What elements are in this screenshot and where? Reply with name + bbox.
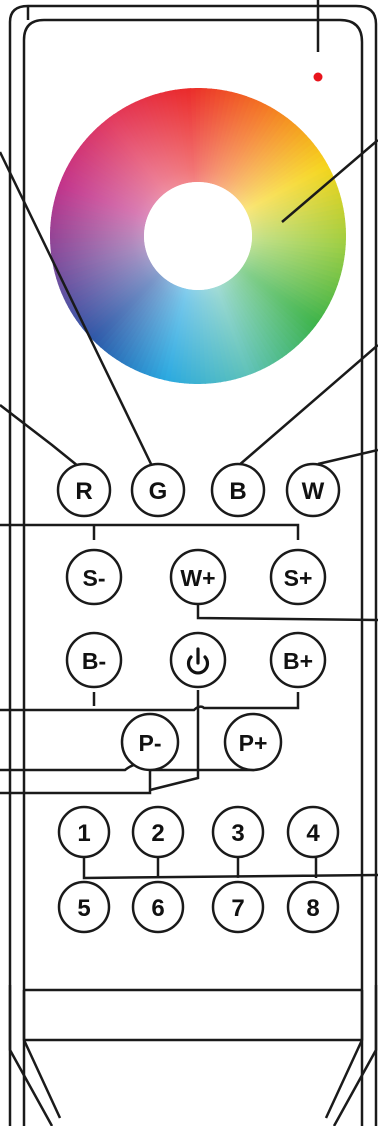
zone-7-button-label: 7: [231, 895, 244, 922]
w-button-label: W: [302, 478, 325, 505]
w-button[interactable]: W: [287, 464, 339, 516]
zone-2-button[interactable]: 2: [133, 807, 183, 857]
s-plus-button-label: S+: [284, 565, 313, 591]
b-minus-button[interactable]: B-: [67, 633, 121, 687]
b-minus-button-label: B-: [82, 648, 106, 674]
w-plus-button[interactable]: W+: [171, 550, 225, 604]
zone-6-button[interactable]: 6: [133, 882, 183, 932]
p-minus-button[interactable]: P-: [122, 714, 178, 770]
p-minus-button-label: P-: [139, 730, 162, 756]
r-callout-line: [0, 405, 78, 466]
r-button[interactable]: R: [58, 464, 110, 516]
b-button[interactable]: B: [212, 464, 264, 516]
zone-3-button-label: 3: [231, 820, 244, 847]
b-plus-button-label: B+: [283, 648, 313, 674]
s-minus-button-label: S-: [83, 565, 106, 591]
wplus-callout-line: [198, 603, 378, 620]
p-bus-line: [0, 763, 253, 793]
r-button-label: R: [75, 478, 92, 505]
g-button[interactable]: G: [132, 464, 184, 516]
p-plus-button[interactable]: P+: [225, 714, 281, 770]
power-button[interactable]: [171, 633, 225, 687]
zone-5-button-label: 5: [77, 895, 90, 922]
zone-3-button[interactable]: 3: [213, 807, 263, 857]
s-plus-button[interactable]: S+: [271, 550, 325, 604]
zone-8-button[interactable]: 8: [288, 882, 338, 932]
indicator-led: [314, 73, 323, 82]
zone-5-button[interactable]: 5: [59, 882, 109, 932]
zone-2-button-label: 2: [151, 820, 164, 847]
zone-7-button[interactable]: 7: [213, 882, 263, 932]
zone-1-button-label: 1: [77, 820, 90, 847]
w-callout-line: [318, 450, 378, 464]
zone-6-button-label: 6: [151, 895, 164, 922]
b-plus-button[interactable]: B+: [271, 633, 325, 687]
zone-4-button-label: 4: [306, 820, 320, 847]
color-wheel-center: [144, 182, 252, 290]
b-button-label: B: [229, 478, 246, 505]
b-bus-line: [0, 692, 298, 710]
p-plus-button-label: P+: [239, 730, 268, 756]
zone-1-button[interactable]: 1: [59, 807, 109, 857]
zone-4-button[interactable]: 4: [288, 807, 338, 857]
zone-8-button-label: 8: [306, 895, 319, 922]
s-minus-button[interactable]: S-: [67, 550, 121, 604]
w-plus-button-label: W+: [180, 565, 215, 591]
g-button-label: G: [149, 478, 168, 505]
s-bus-line: [0, 525, 298, 540]
color-wheel[interactable]: [50, 88, 346, 384]
